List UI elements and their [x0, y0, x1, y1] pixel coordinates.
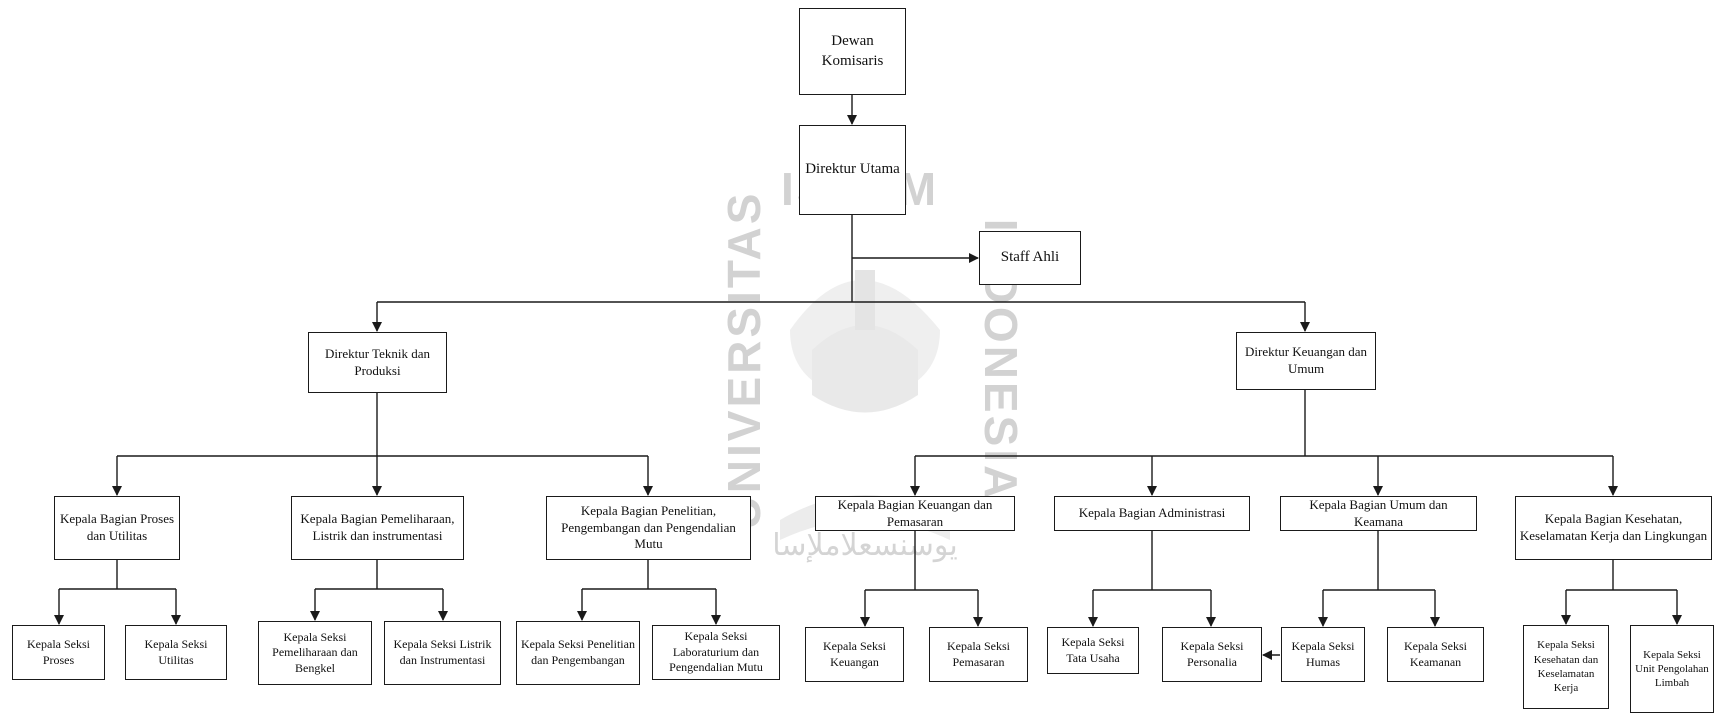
node-ks-kesehatan-label: Kepala Seksi Kesehatan dan Keselamatan K…: [1533, 639, 1599, 695]
node-kb-penelitian: Kepala Bagian Penelitian, Pengembangan d…: [546, 496, 751, 560]
node-ks-proses-label: Kepala Seksi Proses: [27, 636, 90, 667]
node-ks-personalia: Kepala Seksi Personalia: [1162, 627, 1262, 682]
node-dewan-komisaris: Dewan Komisaris: [799, 8, 906, 95]
node-ks-humas-label: Kepala Seksi Humas: [1291, 638, 1355, 669]
node-kb-pemeliharaan-label: Kepala Bagian Pemeliharaan, Listrik dan …: [300, 511, 455, 543]
node-ks-tatausaha: Kepala Seksi Tata Usaha: [1047, 627, 1139, 674]
node-ks-keuangan: Kepala Seksi Keuangan: [805, 627, 904, 682]
node-ks-utilitas-label: Kepala Seksi Utilitas: [144, 636, 208, 667]
node-direktur-utama-label: Direktur Utama: [805, 161, 900, 178]
node-kb-umum: Kepala Bagian Umum dan Keamana: [1280, 496, 1477, 531]
node-staff-ahli-label: Staff Ahli: [1000, 249, 1060, 266]
node-ks-penelitian-label: Kepala Seksi Penelitian dan Pengembangan: [521, 637, 635, 667]
node-ks-keuangan-label: Kepala Seksi Keuangan: [823, 638, 886, 669]
watermark-bottom-text: يوسنسعلاملإسا: [772, 528, 957, 563]
node-ks-pemasaran-label: Kepala Seksi Pemasaran: [947, 638, 1010, 669]
node-ks-tatausaha-label: Kepala Seksi Tata Usaha: [1061, 634, 1125, 665]
node-kb-penelitian-label: Kepala Bagian Penelitian, Pengembangan d…: [561, 502, 736, 552]
node-ks-listrik: Kepala Seksi Listrik dan Instrumentasi: [384, 621, 501, 685]
node-kb-keuangan-label: Kepala Bagian Keuangan dan Pemasaran: [837, 496, 993, 529]
node-ks-personalia-label: Kepala Seksi Personalia: [1180, 638, 1244, 669]
node-ks-listrik-label: Kepala Seksi Listrik dan Instrumentasi: [393, 637, 492, 667]
node-kb-kesehatan: Kepala Bagian Kesehatan, Keselamatan Ker…: [1515, 496, 1712, 560]
node-kb-administrasi: Kepala Bagian Administrasi: [1054, 496, 1250, 531]
node-direktur-keuangan-label: Direktur Keuangan dan Umum: [1244, 344, 1367, 376]
node-ks-laboratorium: Kepala Seksi Laboraturium dan Pengendali…: [652, 625, 780, 680]
node-ks-proses: Kepala Seksi Proses: [12, 625, 105, 680]
node-ks-penelitian: Kepala Seksi Penelitian dan Pengembangan: [516, 621, 640, 685]
node-staff-ahli: Staff Ahli: [979, 231, 1081, 285]
node-ks-limbah-label: Kepala Seksi Unit Pengolahan Limbah: [1635, 648, 1709, 690]
watermark-seal-core: [812, 325, 918, 413]
node-kb-proses: Kepala Bagian Proses dan Utilitas: [54, 496, 180, 560]
node-ks-keamanan-label: Kepala Seksi Keamanan: [1404, 638, 1467, 669]
node-ks-humas: Kepala Seksi Humas: [1281, 627, 1365, 682]
node-kb-keuangan: Kepala Bagian Keuangan dan Pemasaran: [815, 496, 1015, 531]
node-ks-kesehatan: Kepala Seksi Kesehatan dan Keselamatan K…: [1523, 625, 1609, 709]
node-ks-pemeliharaan: Kepala Seksi Pemeliharaan dan Bengkel: [258, 621, 372, 685]
watermark-pen-shape: [855, 270, 875, 330]
node-kb-kesehatan-label: Kepala Bagian Kesehatan, Keselamatan Ker…: [1519, 511, 1708, 543]
node-direktur-teknik-label: Direktur Teknik dan Produksi: [325, 345, 430, 378]
node-ks-laboratorium-label: Kepala Seksi Laboraturium dan Pengendali…: [669, 629, 763, 675]
node-kb-umum-label: Kepala Bagian Umum dan Keamana: [1309, 496, 1448, 529]
node-kb-proses-label: Kepala Bagian Proses dan Utilitas: [59, 511, 175, 543]
node-direktur-teknik: Direktur Teknik dan Produksi: [308, 332, 447, 393]
node-dewan-komisaris-label: Dewan Komisaris: [821, 33, 884, 69]
node-ks-utilitas: Kepala Seksi Utilitas: [125, 625, 227, 680]
node-direktur-utama: Direktur Utama: [799, 125, 906, 215]
node-ks-pemasaran: Kepala Seksi Pemasaran: [929, 627, 1028, 682]
node-direktur-keuangan: Direktur Keuangan dan Umum: [1236, 332, 1376, 390]
node-kb-administrasi-label: Kepala Bagian Administrasi: [1078, 505, 1226, 521]
node-ks-keamanan: Kepala Seksi Keamanan: [1387, 627, 1484, 682]
watermark-left-text: UNIVERSITAS: [718, 191, 770, 530]
node-kb-pemeliharaan: Kepala Bagian Pemeliharaan, Listrik dan …: [291, 496, 464, 560]
node-ks-limbah: Kepala Seksi Unit Pengolahan Limbah: [1630, 625, 1714, 713]
node-ks-pemeliharaan-label: Kepala Seksi Pemeliharaan dan Bengkel: [272, 629, 358, 675]
